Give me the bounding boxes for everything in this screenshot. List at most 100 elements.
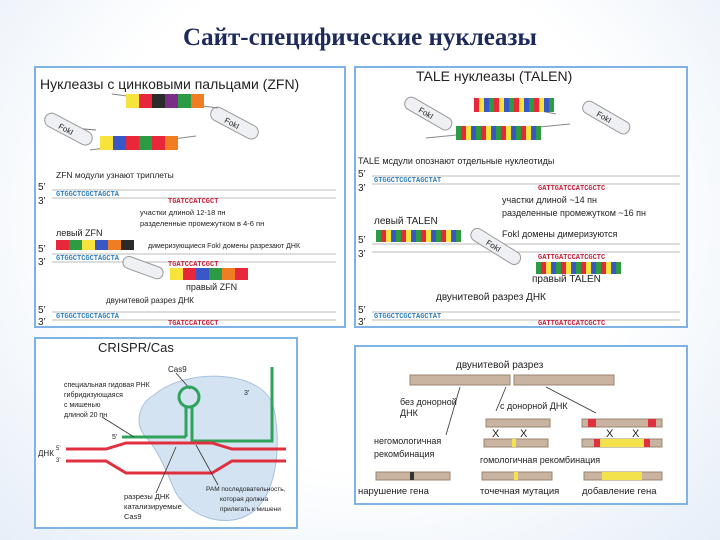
talen-dna-row-2: 5’ 3’ FokI домены димеризуются FokI GATT…: [358, 227, 680, 274]
dna-label: ДНК: [38, 449, 54, 458]
repair-diagram: двунитевой разрез без донорной ДНК с дон…: [358, 360, 663, 497]
three-prime-label: 3’: [358, 317, 366, 326]
tale-repeat: [391, 230, 396, 242]
tale-repeat: [561, 262, 566, 274]
tale-repeat: [496, 126, 501, 140]
tale-repeat: [479, 98, 484, 112]
dna-five-prime: 5’: [56, 446, 61, 452]
zfn-right-site: TGATCCATCGCT: [168, 320, 218, 326]
page-title: Сайт-специфические нуклеазы: [183, 24, 537, 51]
nhej-label-2: рекомбинация: [374, 449, 434, 459]
tale-repeat: [601, 262, 606, 274]
outcome-label-3: добавление гена: [582, 486, 657, 497]
tale-repeat: [544, 98, 549, 112]
foki-domain-left-top: [44, 112, 93, 146]
svg-text:X: X: [632, 428, 640, 440]
zfn-right-site: TGATCCATCGCT: [168, 198, 218, 206]
five-prime-label: 5’: [38, 305, 46, 316]
zfn-site-note-1: участки длиной 12-18 пн: [140, 208, 226, 217]
tale-repeat: [556, 262, 561, 274]
talen-protein-top: FokI FokI: [404, 96, 631, 140]
tale-repeat: [431, 230, 436, 242]
talen-dsb-label: двунитевой разрез ДНК: [436, 292, 546, 303]
tale-repeat: [494, 98, 499, 112]
svg-text:X: X: [492, 428, 500, 440]
tale-repeat: [376, 230, 381, 242]
left-talen-label: левый TALEN: [374, 216, 438, 227]
tale-repeat: [536, 262, 541, 274]
talen-left-site: GTGGCTCGCTAGCTAT: [374, 177, 441, 185]
crispr-diagram: CRISPR/Cas Cas9 3’ 5’ специальная гидова…: [38, 340, 286, 521]
target-dna: ДНК 5’ 3’: [38, 441, 286, 475]
rna-five-prime: 5’: [112, 434, 118, 441]
talen-site-note-1: участки длиной ~14 пн: [502, 195, 597, 205]
tale-repeat: [516, 126, 521, 140]
tale-repeat: [524, 98, 529, 112]
tale-repeat: [476, 126, 481, 140]
rna-three-prime: 3’: [244, 390, 250, 397]
outcome-label-1: нарушение гена: [358, 486, 430, 497]
talen-dna-row-3: 5’ 3’ GTGGCTCGCTAGCTAT GATTGATCCATCGCTC: [358, 305, 680, 326]
tale-repeat: [484, 98, 489, 112]
five-prime-label: 5’: [38, 244, 46, 255]
svg-text:X: X: [520, 428, 528, 440]
zfn-dna-row-2: 5’ 3’ GTGGCTCGCTAGCTA димеризующиеся Fok…: [38, 240, 336, 280]
tale-repeat: [541, 262, 546, 274]
tale-repeat: [461, 126, 466, 140]
tale-repeats-right: [536, 262, 621, 274]
five-prime-label: 5’: [358, 305, 366, 316]
tale-repeat: [529, 98, 534, 112]
tale-repeat: [499, 98, 504, 112]
talen-right-site: GATTGATCCATCGCTC: [538, 185, 605, 193]
five-prime-label: 5’: [358, 235, 366, 246]
tale-repeat: [526, 126, 531, 140]
zfn-triplets-label: ZFN модули узнают триплеты: [56, 170, 174, 180]
zfn-site-note-2: разделенные промежутком в 4-6 пн: [140, 219, 264, 228]
tale-repeat: [581, 262, 586, 274]
talen-heading: TALE нуклеазы (TALEN): [416, 68, 572, 84]
right-talen-label: правый TALEN: [532, 274, 601, 285]
talen-diagram: TALE нуклеазы (TALEN) FokI FokI TALE мсд…: [358, 68, 680, 326]
cas9-label: Cas9: [168, 365, 187, 374]
talen-left-site: GTGGCTCGCTAGCTAT: [374, 313, 441, 321]
tale-repeat: [549, 98, 554, 112]
tale-repeat: [491, 126, 496, 140]
tale-repeat: [511, 126, 516, 140]
tale-repeat: [446, 230, 451, 242]
talen-site-note-2: разделенные промежутком ~16 пн: [502, 208, 646, 218]
zfn-diagram: Нуклеазы с цинковыми пальцами (ZFN) FokI…: [38, 76, 336, 326]
tale-repeat: [591, 262, 596, 274]
foki-domain-right-top: [210, 106, 259, 140]
left-zfn-label: левый ZFN: [56, 228, 103, 238]
tale-repeats-top: [474, 98, 554, 112]
cas9-protein: [138, 375, 278, 521]
tale-repeat: [406, 230, 411, 242]
rna-note-3: с мишенью: [64, 402, 100, 409]
tale-repeat: [576, 262, 581, 274]
three-prime-label: 3’: [38, 196, 46, 207]
tale-repeat: [416, 230, 421, 242]
zfn-left-site: GTGGCTCGCTAGCTA: [56, 313, 120, 321]
right-zfn-label: правый ZFN: [186, 282, 237, 292]
tale-repeat: [506, 126, 511, 140]
no-donor-label-1: без донорной: [400, 397, 457, 407]
zfn-left-site: GTGGCTCGCTAGCTA: [56, 255, 120, 263]
svg-text:X: X: [606, 428, 614, 440]
tale-repeat: [501, 126, 506, 140]
zfn-fingers-bottom: [100, 136, 178, 150]
zfn-left-site: GTGGCTCGCTAGCTA: [56, 191, 120, 199]
tale-repeat: [456, 230, 461, 242]
tale-repeat: [426, 230, 431, 242]
tale-repeat: [606, 262, 611, 274]
three-prime-label: 3’: [38, 257, 46, 268]
tale-repeat: [546, 262, 551, 274]
hr-label: гомологичная рекомбинация: [480, 455, 600, 465]
rna-note-4: длиной 20 пн: [64, 411, 107, 419]
talen-right-site: GATTGATCCATCGCTC: [538, 254, 605, 262]
tale-repeat: [456, 126, 461, 140]
hr-donor-right: X X: [581, 418, 663, 448]
zfn-heading: Нуклеазы с цинковыми пальцами (ZFN): [40, 76, 299, 92]
tale-repeat: [489, 98, 494, 112]
zfn-dna-row-3: 5’ 3’ GTGGCTCGCTAGCTA TGATCCATCGCT: [38, 305, 336, 326]
